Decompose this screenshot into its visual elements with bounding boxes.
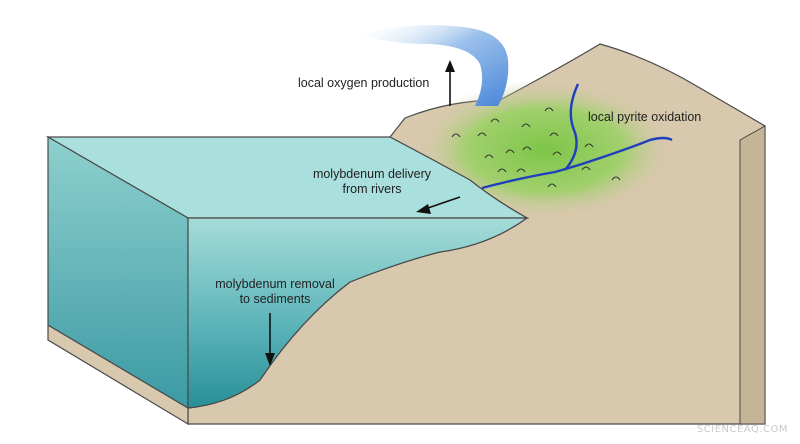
river (481, 136, 673, 190)
removal-arrow (265, 313, 275, 366)
oxygen-arrow (445, 60, 455, 106)
watermark: SCIENCEAQ.COM (696, 424, 788, 435)
removal-label-line2: to sediments (239, 292, 311, 306)
ocean-front-face (187, 217, 529, 409)
oxygen-plume (358, 25, 509, 106)
delivery-label-line1: molybdenum delivery (312, 167, 432, 181)
oxygen-label: local oxygen production (298, 76, 430, 90)
removal-label: molybdenum removal to sediments (210, 277, 340, 307)
removal-label-line1: molybdenum removal (215, 277, 335, 291)
ocean-surface (45, 136, 530, 219)
delivery-label-line2: from rivers (342, 182, 402, 196)
delivery-label: molybdenum delivery from rivers (312, 167, 432, 197)
river-tributary (564, 83, 580, 171)
delivery-arrow (416, 196, 461, 214)
land-side-face (739, 125, 766, 425)
shrub-marks (451, 107, 621, 188)
pyrite-label: local pyrite oxidation (588, 110, 702, 124)
vegetation-area (415, 80, 675, 220)
